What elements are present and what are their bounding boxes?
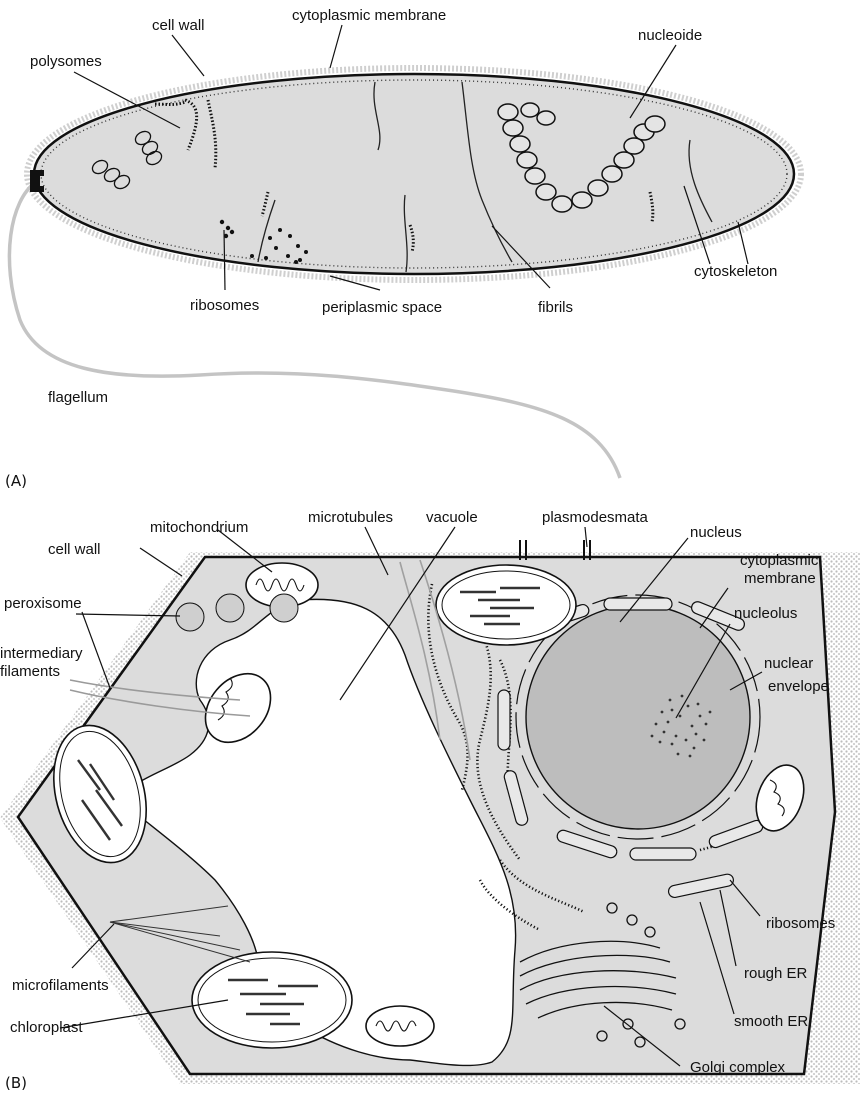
label-b-cytoplasmic-membrane-1: cytoplasmic	[740, 552, 819, 569]
label-b-cytoplasmic-membrane-2: membrane	[744, 570, 816, 587]
label-b-peroxisome: peroxisome	[4, 595, 82, 612]
label-b-intermediary-filaments-2: filaments	[0, 663, 60, 680]
label-a-nucleoide: nucleoide	[638, 27, 702, 44]
label-b-microtubules: microtubules	[308, 509, 393, 526]
label-a-cytoplasmic-membrane: cytoplasmic membrane	[292, 7, 446, 24]
label-b-golgi-complex: Golgi complex	[690, 1059, 786, 1076]
label-a-polysomes: polysomes	[30, 53, 102, 70]
panel-a-prokaryote	[9, 68, 801, 478]
label-b-vacuole: vacuole	[426, 509, 478, 526]
label-b-ribosomes: ribosomes	[766, 915, 835, 932]
label-b-microfilaments: microfilaments	[12, 977, 109, 994]
mitochondrium	[366, 1006, 434, 1046]
chloroplast	[436, 565, 576, 645]
label-b-mitochondrium: mitochondrium	[150, 519, 248, 536]
label-b-nucleus: nucleus	[690, 524, 742, 541]
label-b-rough-er: rough ER	[744, 965, 808, 982]
label-b-nucleolus: nucleolus	[734, 605, 797, 622]
chloroplast	[192, 952, 352, 1048]
panel-a-label: (A)	[5, 472, 27, 490]
label-a-periplasmic-space: periplasmic space	[322, 299, 442, 316]
label-b-nuclear-envelope-1: nuclear	[764, 655, 813, 672]
label-b-plasmodesmata: plasmodesmata	[542, 509, 649, 526]
label-b-smooth-er: smooth ER	[734, 1013, 808, 1030]
panel-b-label: (B)	[5, 1074, 27, 1092]
label-a-fibrils: fibrils	[538, 299, 573, 316]
bacterial-cytoplasm	[34, 74, 794, 274]
label-a-cell-wall: cell wall	[152, 17, 205, 34]
nucleus	[526, 605, 750, 829]
label-b-cell-wall: cell wall	[48, 541, 101, 558]
label-a-ribosomes: ribosomes	[190, 297, 259, 314]
label-a-flagellum: flagellum	[48, 389, 108, 406]
label-b-intermediary-filaments-1: intermediary	[0, 645, 83, 662]
label-a-cytoskeleton: cytoskeleton	[694, 263, 777, 280]
label-b-nuclear-envelope-2: envelope	[768, 678, 829, 695]
label-b-chloroplast: chloroplast	[10, 1019, 83, 1036]
